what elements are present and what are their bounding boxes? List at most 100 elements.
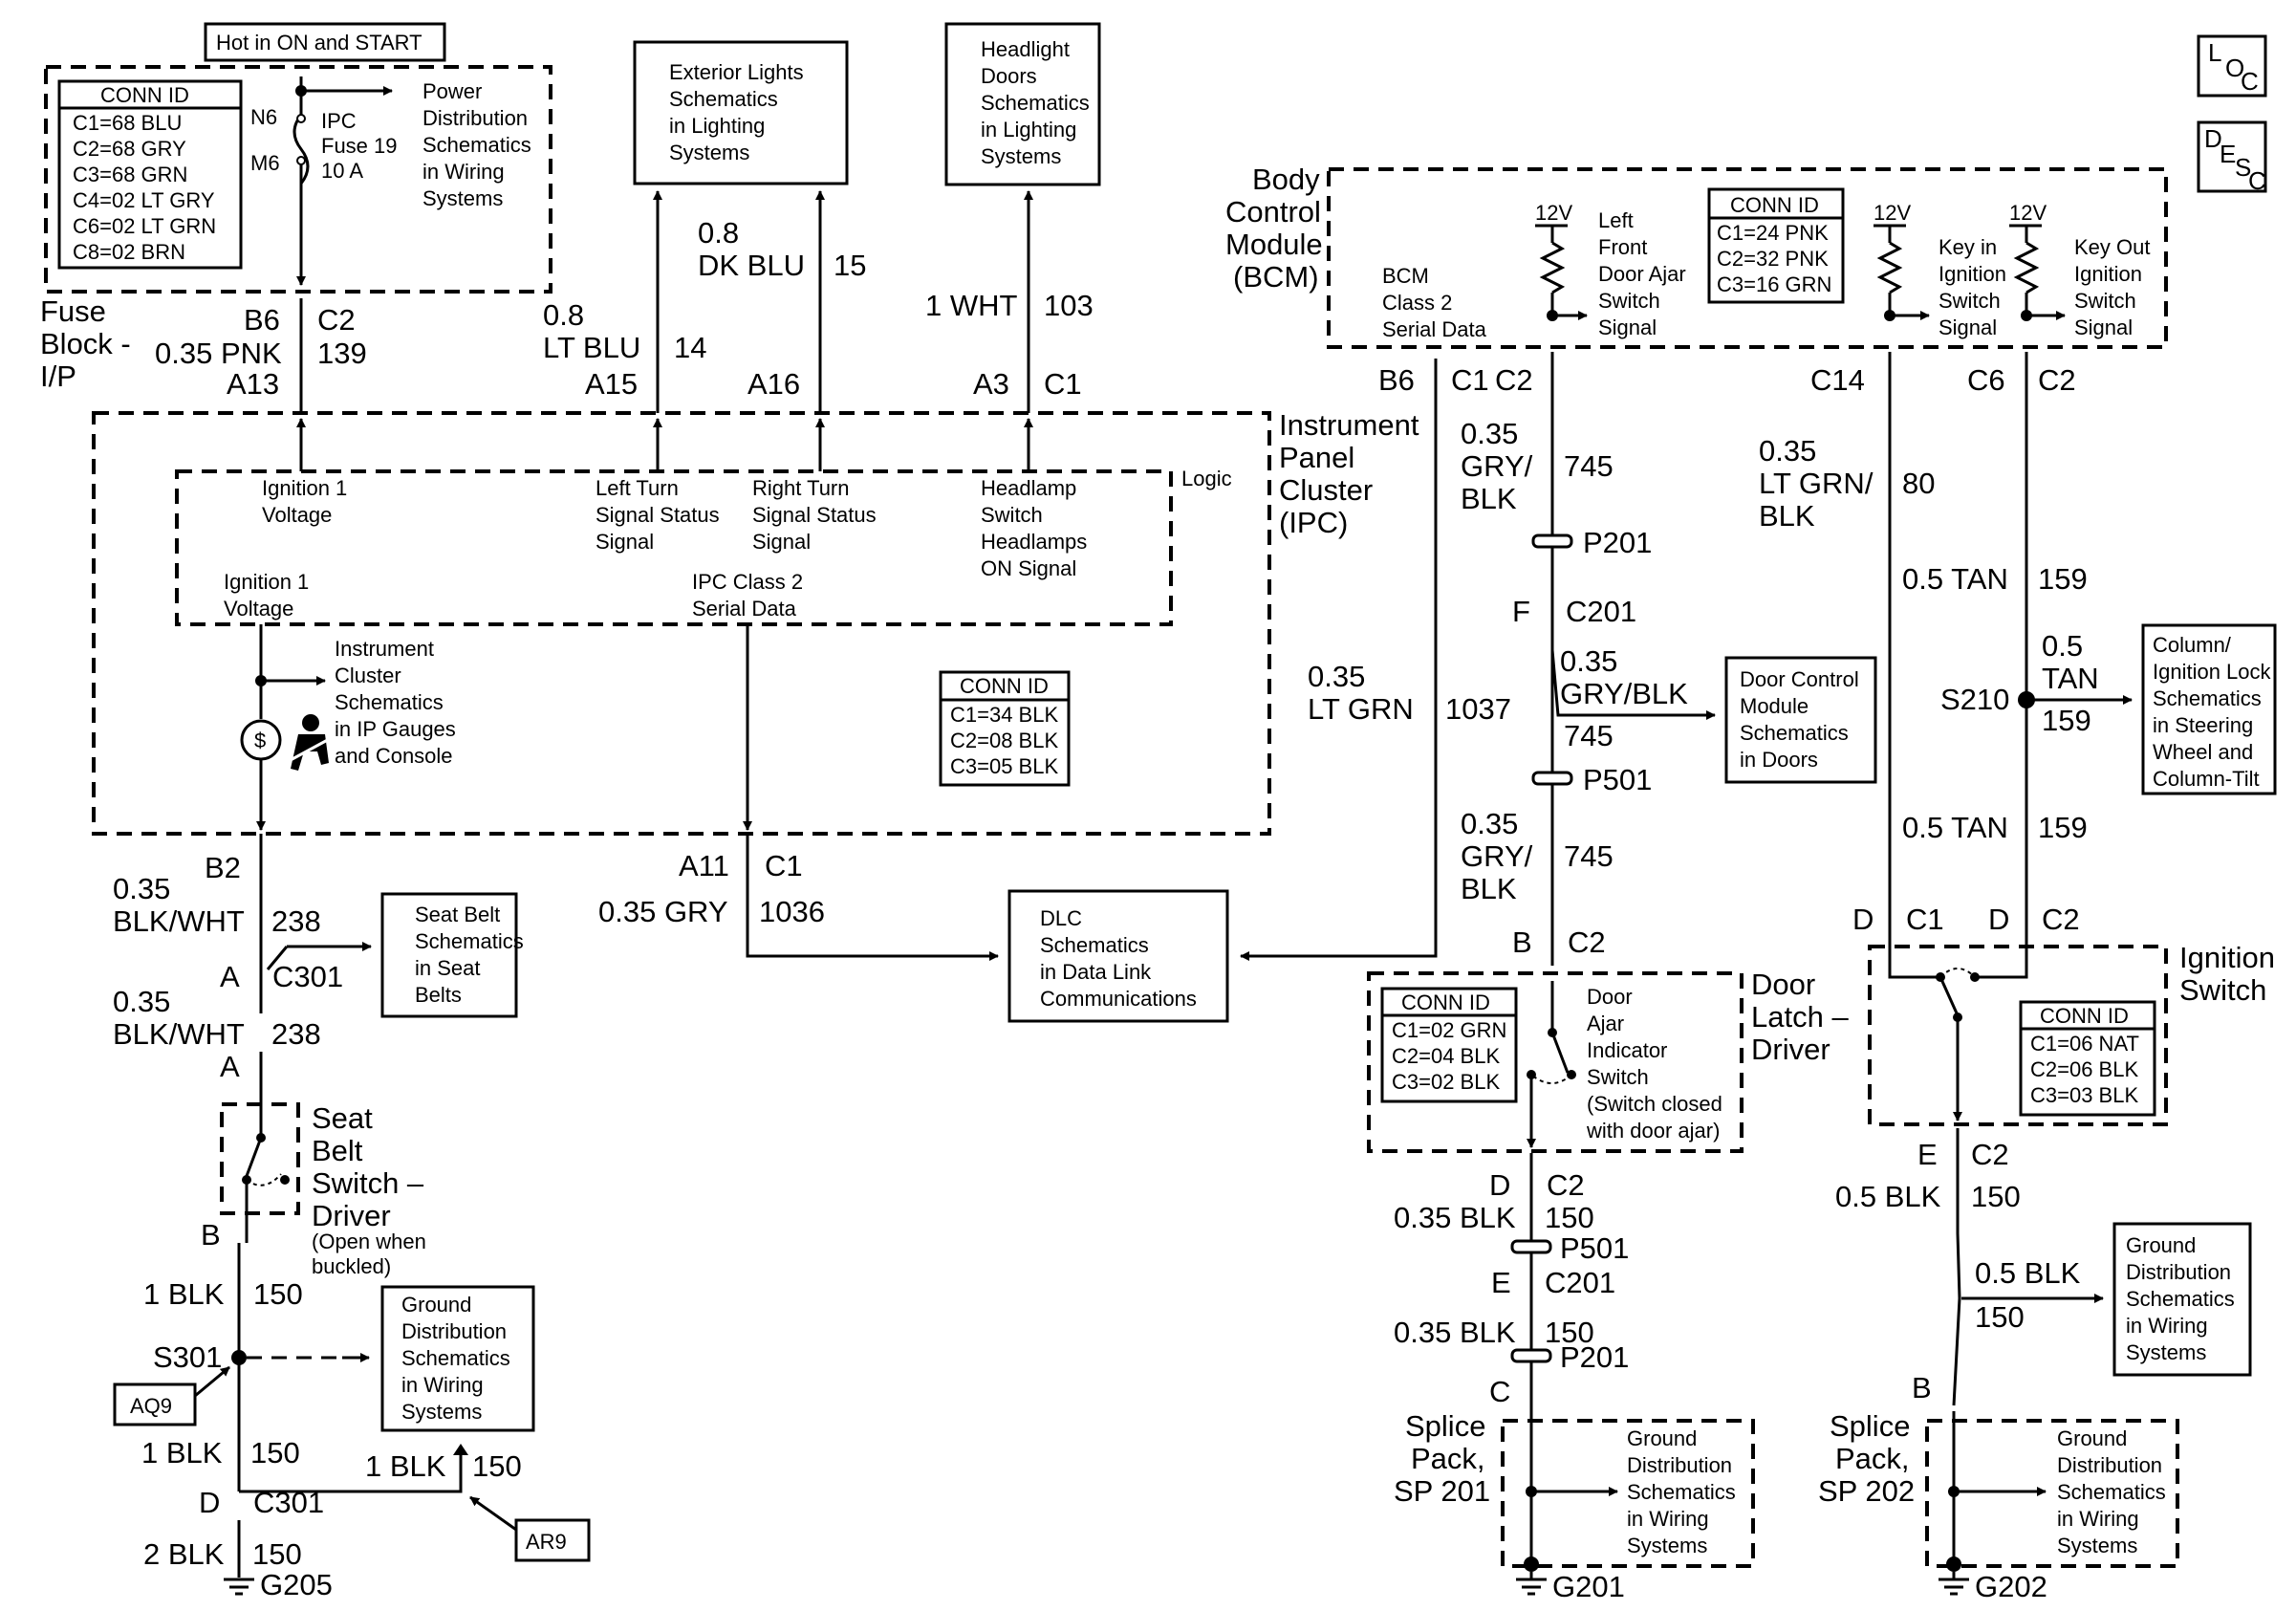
diagram-label: 0.35 bbox=[113, 872, 170, 905]
diagram-label: 150 bbox=[1971, 1180, 2021, 1213]
diagram-label: A13 bbox=[227, 367, 279, 401]
wire bbox=[288, 734, 336, 763]
diagram-label: 103 bbox=[1044, 289, 1094, 322]
diagram-shape bbox=[944, 22, 1101, 186]
diagram-label: Communications bbox=[1040, 987, 1197, 1011]
diagram-label: Key in bbox=[1939, 235, 1997, 259]
diagram-label: C2=32 PNK bbox=[1717, 247, 1829, 271]
diagram-label: Column/ bbox=[2153, 633, 2232, 657]
diagram-label: Schematics bbox=[401, 1346, 510, 1370]
diagram-label: Splice bbox=[1830, 1409, 1910, 1443]
diagram-label: Systems bbox=[2057, 1534, 2137, 1557]
wire bbox=[1550, 649, 1716, 720]
diagram-label: Ground bbox=[1627, 1426, 1697, 1450]
headlight-doors-reference[interactable]: Headlight Doors Schematics in Lighting S… bbox=[944, 22, 1101, 186]
diagram-label: Distribution bbox=[2126, 1260, 2231, 1284]
diagram-label: C1 bbox=[1044, 367, 1082, 401]
diagram-label: C bbox=[1489, 1375, 1510, 1408]
diagram-label: C6=02 LT GRN bbox=[73, 214, 216, 238]
diagram-label: 1 BLK bbox=[365, 1449, 446, 1483]
exterior-lights-reference[interactable]: Exterior Lights Schematics in Lighting S… bbox=[633, 40, 849, 185]
diagram-label: Systems bbox=[422, 186, 503, 210]
aq9-callout[interactable]: AQ9 bbox=[113, 1365, 230, 1426]
diagram-label: Power bbox=[422, 79, 482, 103]
diagram-label: GRY/BLK bbox=[1560, 677, 1688, 710]
diagram-label: 159 bbox=[2038, 811, 2088, 844]
diagram-shape bbox=[1524, 1557, 1539, 1572]
diagram-label: Door bbox=[1751, 968, 1815, 1001]
diagram-label: 0.8 bbox=[543, 298, 584, 332]
diagram-label: DLC bbox=[1040, 906, 1082, 930]
ground-distribution-reference-1[interactable]: Ground Distribution Schematics in Wiring… bbox=[380, 1285, 535, 1432]
wire bbox=[1240, 359, 1438, 961]
diagram-label: Schematics bbox=[1740, 721, 1849, 745]
door-ajar-switch bbox=[1550, 1032, 1570, 1074]
diagram-label: Ground bbox=[401, 1293, 471, 1317]
diagram-shape bbox=[2112, 1222, 2252, 1377]
diagram-label: D bbox=[2204, 124, 2222, 153]
door-latch-conn-id: CONN ID C1=02 GRN C2=04 BLK C3=02 BLK bbox=[1380, 987, 1518, 1103]
diagram-label: D bbox=[1489, 1168, 1510, 1202]
fuse-icon bbox=[292, 114, 310, 185]
diagram-label: in Wiring bbox=[2126, 1314, 2208, 1338]
p501-connector bbox=[1531, 771, 1573, 786]
diagram-label: and Console bbox=[335, 744, 453, 768]
instrument-cluster-reference[interactable]: Instrument Cluster Schematics in IP Gaug… bbox=[335, 637, 456, 768]
diagram-label: C2 bbox=[317, 303, 356, 337]
diagram-label: Right Turn bbox=[752, 476, 850, 500]
diagram-label: SP 201 bbox=[1394, 1474, 1490, 1508]
diagram-label: Control bbox=[1225, 195, 1321, 229]
dlc-reference[interactable]: DLC Schematics in Data Link Communicatio… bbox=[1007, 889, 1229, 1023]
diagram-label: Signal Status bbox=[596, 503, 720, 527]
diagram-shape bbox=[280, 1175, 290, 1185]
diagram-label: G205 bbox=[260, 1568, 333, 1601]
seat-belt-reference[interactable]: Seat Belt Schematics in Seat Belts bbox=[380, 892, 524, 1018]
diagram-label: 0.5 TAN bbox=[1902, 562, 2008, 596]
diagram-label: 150 bbox=[1975, 1300, 2025, 1334]
diagram-shape bbox=[296, 114, 306, 123]
diagram-label: Serial Data bbox=[692, 597, 797, 620]
diagram-shape bbox=[1007, 889, 1229, 1023]
diagram-label: 0.35 BLK bbox=[1394, 1316, 1516, 1349]
power-distribution-reference[interactable]: Power Distribution Schematics in Wiring … bbox=[422, 79, 531, 210]
diagram-label: 150 bbox=[252, 1537, 302, 1571]
wire bbox=[1939, 968, 1976, 978]
ipc-outline bbox=[92, 411, 1271, 836]
ar9-callout[interactable]: AR9 bbox=[469, 1495, 591, 1562]
diagram-shape bbox=[1946, 1557, 1961, 1572]
diagram-label: Systems bbox=[981, 144, 1061, 168]
column-ignition-lock-reference[interactable]: Column/ Ignition Lock Schematics in Stee… bbox=[2141, 623, 2277, 795]
diagram-label: Cluster bbox=[1279, 473, 1373, 507]
ground-distribution-reference-4[interactable]: Ground Distribution Schematics in Wiring… bbox=[2057, 1426, 2166, 1557]
diagram-label: C3=05 BLK bbox=[950, 754, 1058, 778]
diagram-label: Schematics bbox=[981, 91, 1090, 115]
diagram-label: Indicator bbox=[1587, 1038, 1667, 1062]
g202-ground-icon bbox=[1939, 1572, 1969, 1596]
diagram-label: LT BLU bbox=[543, 331, 640, 364]
diagram-label: TAN bbox=[2042, 662, 2099, 695]
diagram-label: Switch bbox=[2179, 973, 2266, 1007]
diagram-label: C1 bbox=[765, 849, 803, 882]
desc-icon[interactable]: D E S C bbox=[2197, 120, 2267, 195]
diagram-label: B6 bbox=[1378, 363, 1415, 397]
diagram-label: GRY/ bbox=[1461, 839, 1533, 873]
loc-icon[interactable]: L O C bbox=[2197, 34, 2267, 98]
diagram-label: Instrument bbox=[335, 637, 434, 661]
m6-label: M6 bbox=[250, 151, 280, 175]
diagram-label: BLK bbox=[1759, 499, 1815, 533]
ground-distribution-reference-2[interactable]: Ground Distribution Schematics in Wiring… bbox=[1627, 1426, 1736, 1557]
diagram-label: Signal bbox=[1939, 316, 1997, 339]
diagram-label: BCM bbox=[1382, 264, 1429, 288]
diagram-label: Ignition bbox=[2179, 941, 2275, 974]
diagram-label: Ignition Lock bbox=[2153, 660, 2272, 684]
wire bbox=[194, 1365, 230, 1398]
ground-distribution-reference-3[interactable]: Ground Distribution Schematics in Wiring… bbox=[2112, 1222, 2252, 1377]
diagram-label: C14 bbox=[1810, 363, 1865, 397]
wire bbox=[1888, 956, 1940, 979]
diagram-label: BLK/WHT bbox=[113, 904, 245, 938]
diagram-label: Class 2 bbox=[1382, 291, 1452, 315]
door-control-module-reference[interactable]: Door Control Module Schematics in Doors bbox=[1724, 656, 1877, 784]
diagram-label: CONN ID bbox=[2040, 1004, 2129, 1028]
diagram-label: Ajar bbox=[1587, 1012, 1624, 1035]
diagram-label: Seat Belt bbox=[415, 903, 500, 926]
